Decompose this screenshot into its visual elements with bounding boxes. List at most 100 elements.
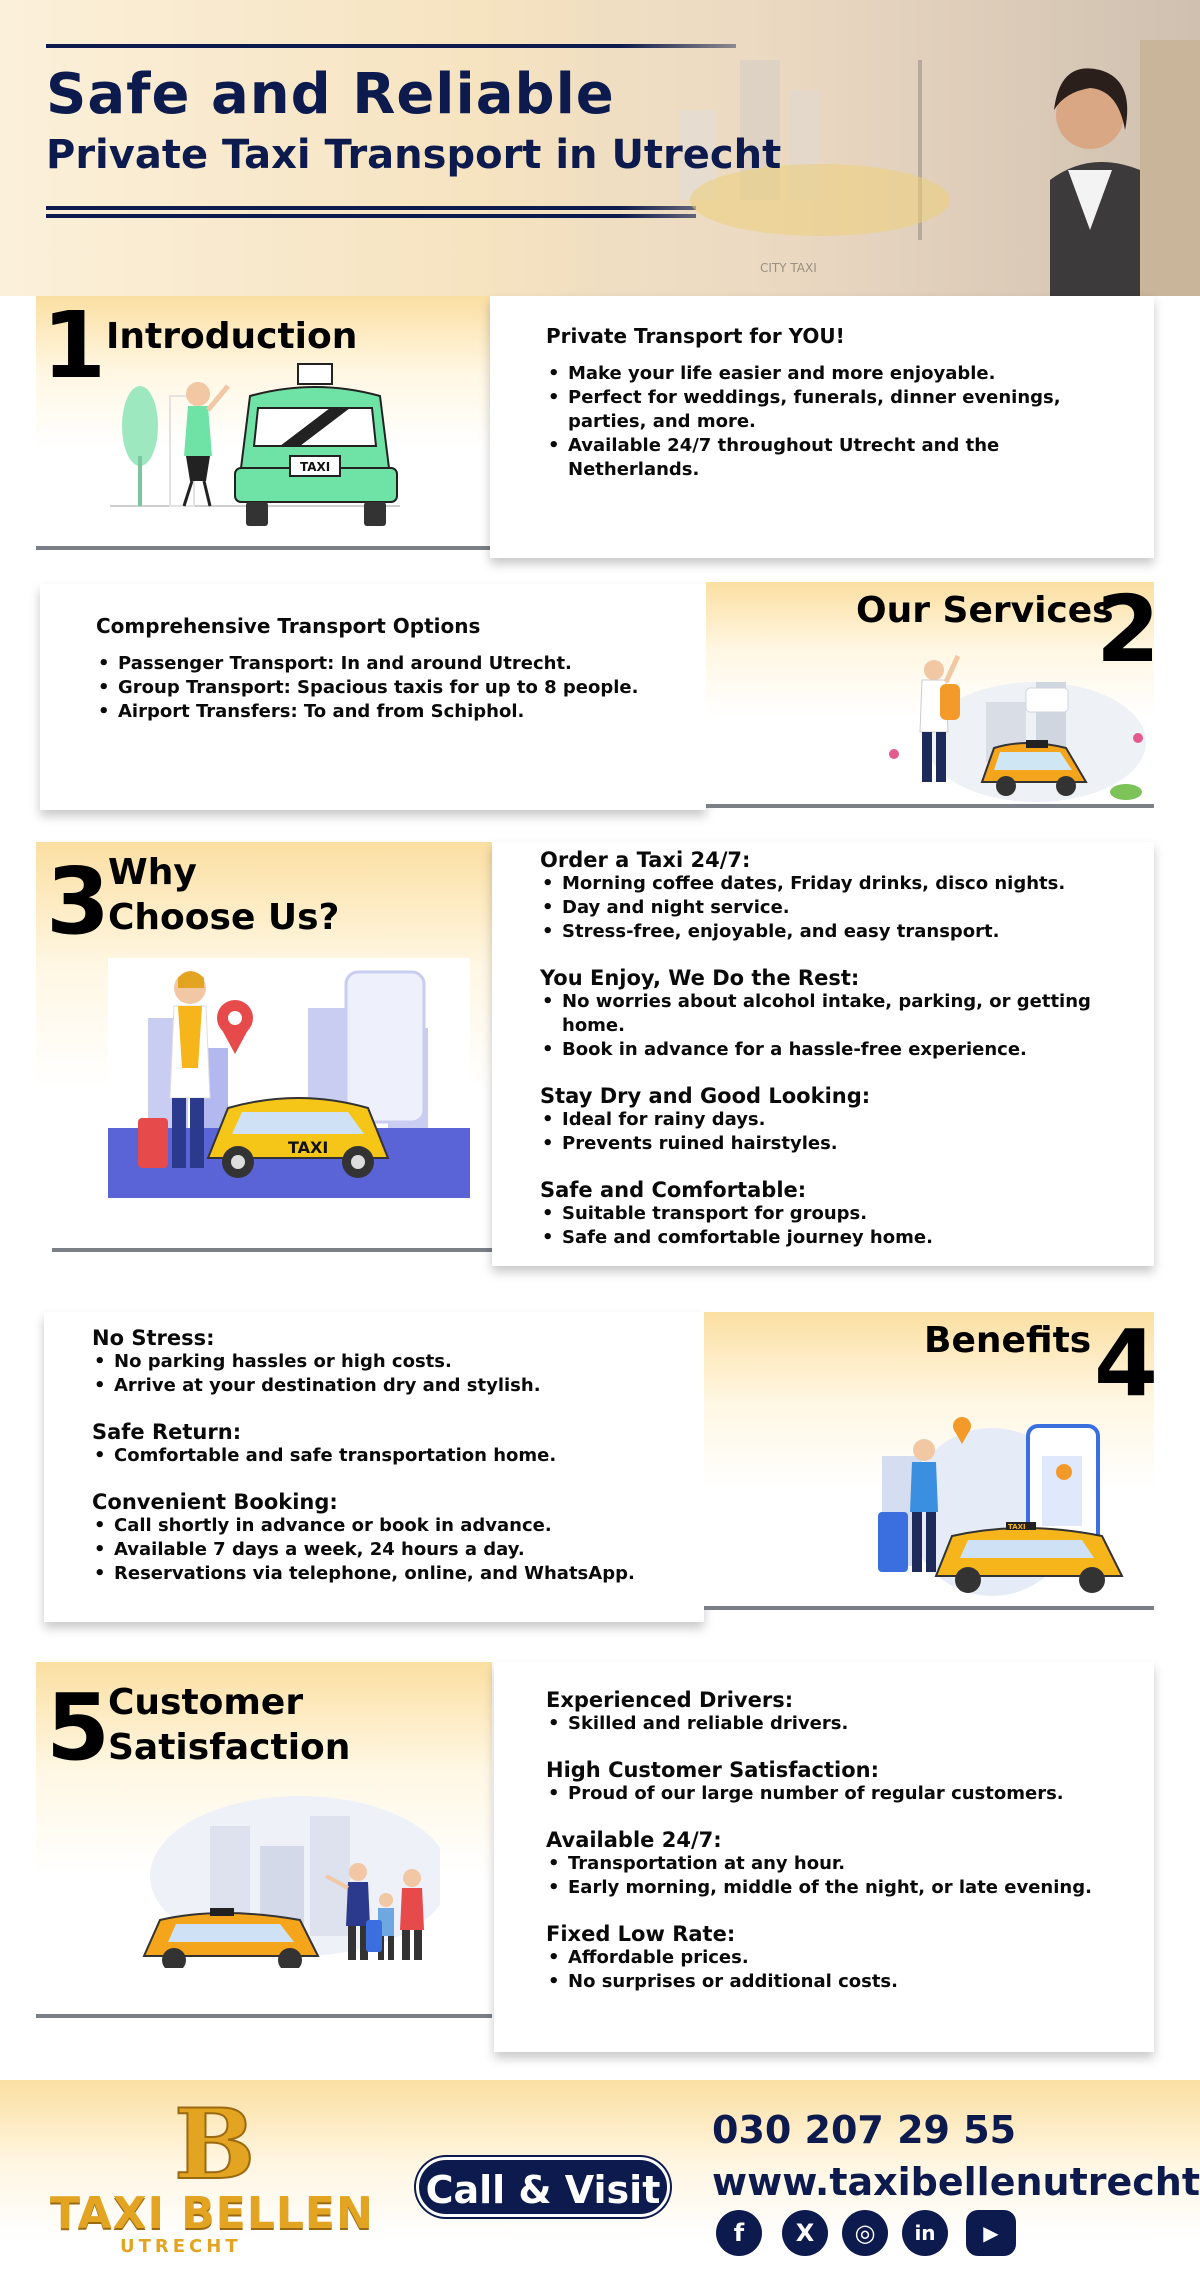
section-5-bullets-2: Proud of our large number of regular cus… [546, 1782, 1102, 1806]
section-5-bullets-1: Skilled and reliable drivers. [546, 1712, 1102, 1736]
list-item: Available 7 days a week, 24 hours a day. [92, 1538, 656, 1562]
section-4-card: No Stress: No parking hassles or high co… [44, 1312, 704, 1622]
section-3-bullets-2: No worries about alcohol intake, parking… [540, 990, 1106, 1062]
section-5-heading-1: Experienced Drivers: [546, 1688, 794, 1712]
list-item: Arrive at your destination dry and styli… [92, 1374, 656, 1398]
list-item: Proud of our large number of regular cus… [546, 1782, 1102, 1806]
section-3-bullets-3: Ideal for rainy days. Prevents ruined ha… [540, 1108, 1106, 1156]
section-5-heading-2: High Customer Satisfaction: [546, 1758, 879, 1782]
list-item: Perfect for weddings, funerals, dinner e… [546, 386, 1098, 434]
section-1-bullets: Make your life easier and more enjoyable… [546, 362, 1098, 482]
section-5-card: Experienced Drivers: Skilled and reliabl… [494, 1662, 1154, 2052]
list-item: Skilled and reliable drivers. [546, 1712, 1102, 1736]
list-item: Call shortly in advance or book in advan… [92, 1514, 656, 1538]
list-item: Suitable transport for groups. [540, 1202, 1106, 1226]
section-3-card: Order a Taxi 24/7: Morning coffee dates,… [492, 842, 1154, 1266]
section-3-heading-4: Safe and Comfortable: [540, 1178, 807, 1202]
list-item: Group Transport: Spacious taxis for up t… [96, 676, 650, 700]
section-3-title-line1: Why [108, 852, 197, 893]
section-4-bullets-3: Call shortly in advance or book in advan… [92, 1514, 656, 1586]
section-2-number: 2 [1096, 576, 1161, 683]
list-item: Prevents ruined hairstyles. [540, 1132, 1106, 1156]
section-2-bullets: Passenger Transport: In and around Utrec… [96, 652, 650, 724]
page-title: Safe and Reliable [46, 62, 615, 127]
section-3-heading-2: You Enjoy, We Do the Rest: [540, 966, 860, 990]
section-1-title: Introduction [106, 316, 358, 357]
section-1-card-heading: Private Transport for YOU! [546, 324, 845, 348]
section-5-bullets-3: Transportation at any hour. Early mornin… [546, 1852, 1102, 1900]
section-5-title: Customer Satisfaction [108, 1680, 350, 1770]
phone-number[interactable]: 030 207 29 55 [712, 2108, 1017, 2152]
list-item: Comfortable and safe transportation home… [92, 1444, 656, 1468]
list-item: No parking hassles or high costs. [92, 1350, 656, 1374]
section-5-heading-4: Fixed Low Rate: [546, 1922, 736, 1946]
section-3-bullets-4: Suitable transport for groups. Safe and … [540, 1202, 1106, 1250]
header-banner: CITY TAXI Safe and Reliable Private Taxi… [0, 0, 1200, 296]
page-subtitle: Private Taxi Transport in Utrecht [46, 132, 782, 178]
list-item: Book in advance for a hassle-free experi… [540, 1038, 1106, 1062]
section-4-title: Benefits [924, 1320, 1092, 1361]
list-item: Airport Transfers: To and from Schiphol. [96, 700, 650, 724]
call-visit-button[interactable]: Call & Visit [416, 2157, 670, 2217]
brand-logo-letter: B [174, 2094, 254, 2190]
section-3-title: Why Choose Us? [108, 850, 339, 940]
linkedin-icon[interactable]: in [902, 2210, 948, 2256]
family-taxi-illustration [142, 1796, 440, 1968]
section-2-title: Our Services [856, 590, 1114, 631]
section-3-bullets-1: Morning coffee dates, Friday drinks, dis… [540, 872, 1106, 944]
taxi-plate: TAXI [300, 460, 330, 474]
section-3-number: 3 [46, 848, 111, 955]
traveler-taxi-illustration [889, 654, 1146, 802]
header-photo-sign: CITY TAXI [760, 261, 817, 275]
section-5-number: 5 [46, 1674, 111, 1781]
section-5-title-line1: Customer [108, 1682, 304, 1723]
brand-logo-icon: B [173, 2094, 254, 2190]
map-pin-taxi-illustration: TAXI [878, 1417, 1124, 1596]
taxi-app-illustration: TAXI [108, 958, 470, 1198]
section-4-heading-1: No Stress: [92, 1326, 215, 1350]
brand-subtitle: UTRECHT [120, 2236, 242, 2257]
section-1-card: Private Transport for YOU! Make your lif… [490, 296, 1154, 558]
list-item: Safe and comfortable journey home. [540, 1226, 1106, 1250]
list-item: Passenger Transport: In and around Utrec… [96, 652, 650, 676]
header-rule-top [46, 44, 736, 48]
list-item: No worries about alcohol intake, parking… [540, 990, 1106, 1038]
section-5-bullets-4: Affordable prices. No surprises or addit… [546, 1946, 1102, 1994]
section-3-heading-3: Stay Dry and Good Looking: [540, 1084, 871, 1108]
section-1-number: 1 [42, 292, 107, 399]
section-2-card-heading: Comprehensive Transport Options [96, 614, 481, 638]
header-rule-bottom-1 [46, 206, 696, 210]
list-item: Reservations via telephone, online, and … [92, 1562, 656, 1586]
section-5-heading-3: Available 24/7: [546, 1828, 722, 1852]
section-5-title-line2: Satisfaction [108, 1727, 351, 1768]
website-link[interactable]: www.taxibellenutrecht.nl [712, 2160, 1200, 2204]
list-item: Make your life easier and more enjoyable… [546, 362, 1098, 386]
taxi-street-illustration: TAXI [110, 363, 400, 526]
list-item: Transportation at any hour. [546, 1852, 1102, 1876]
header-rule-bottom-2 [46, 214, 696, 218]
taxi-roof-sign: TAXI [1008, 1523, 1026, 1531]
section-4-number: 4 [1094, 1310, 1159, 1417]
facebook-icon[interactable]: f [716, 2210, 762, 2256]
list-item: Morning coffee dates, Friday drinks, dis… [540, 872, 1106, 896]
list-item: Early morning, middle of the night, or l… [546, 1876, 1102, 1900]
instagram-icon[interactable]: ◎ [842, 2210, 888, 2256]
taxi-door-label: TAXI [288, 1138, 328, 1157]
section-2-card: Comprehensive Transport Options Passenge… [40, 584, 706, 810]
list-item: No surprises or additional costs. [546, 1970, 1102, 1994]
x-icon[interactable]: X [782, 2210, 828, 2256]
section-3-title-line2: Choose Us? [108, 897, 340, 938]
section-4-bullets-2: Comfortable and safe transportation home… [92, 1444, 656, 1468]
list-item: Available 24/7 throughout Utrecht and th… [546, 434, 1098, 482]
list-item: Affordable prices. [546, 1946, 1102, 1970]
section-3-heading-1: Order a Taxi 24/7: [540, 848, 751, 872]
list-item: Day and night service. [540, 896, 1106, 920]
list-item: Ideal for rainy days. [540, 1108, 1106, 1132]
section-4-heading-3: Convenient Booking: [92, 1490, 338, 1514]
header-photo-illustration: CITY TAXI [620, 0, 1200, 296]
section-4-bullets-1: No parking hassles or high costs. Arrive… [92, 1350, 656, 1398]
list-item: Stress-free, enjoyable, and easy transpo… [540, 920, 1106, 944]
section-4-heading-2: Safe Return: [92, 1420, 242, 1444]
brand-name: TAXI BELLEN [50, 2188, 374, 2239]
youtube-icon[interactable]: ▶ [966, 2210, 1016, 2256]
